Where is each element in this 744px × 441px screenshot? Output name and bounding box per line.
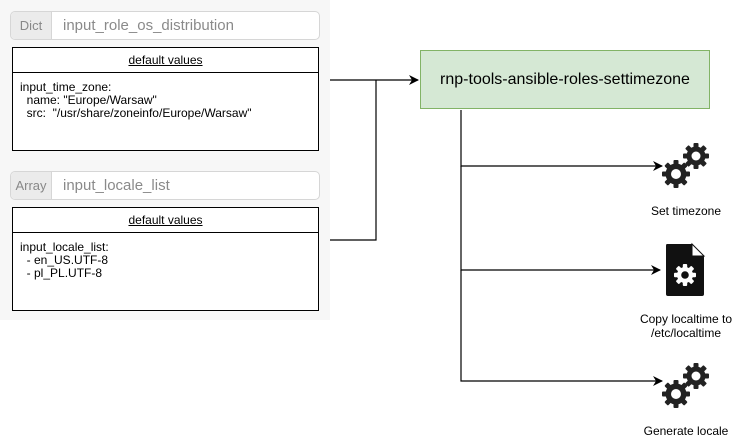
default-values-header: default values (13, 48, 318, 73)
default-values-header: default values (13, 208, 318, 233)
role-box: rnp-tools-ansible-roles-settimezone (420, 50, 710, 109)
default-values-body: input_time_zone: name: "Europe/Warsaw" s… (20, 80, 252, 120)
default-values-body: input_locale_list: - en_US.UTF-8 - pl_PL… (20, 240, 109, 280)
connector-role-to-generate-locale (460, 270, 663, 386)
variable-name: input_locale_list (63, 177, 170, 194)
connector-role-to-copy-localtime (460, 166, 661, 275)
step-label-set-timezone: Set timezone (650, 204, 722, 218)
default-values-box-locale: default values input_locale_list: - en_U… (12, 207, 319, 311)
variable-name: input_role_os_distribution (63, 17, 234, 34)
default-values-box-timezone: default values input_time_zone: name: "E… (12, 47, 319, 151)
variable-type-bar-dict: Dict input_role_os_distribution (10, 11, 320, 40)
step-label-copy-localtime: Copy localtime to /etc/localtime (639, 312, 733, 340)
connector-locale-to-role (330, 80, 377, 241)
variable-type-tag: Array (11, 172, 52, 199)
step-label-generate-locale: Generate locale (643, 424, 729, 438)
connector-role-to-set-timezone (460, 110, 663, 171)
gears-icon (662, 363, 709, 408)
gears-icon (662, 143, 709, 188)
variable-type-tag: Dict (11, 12, 52, 39)
variable-type-bar-array: Array input_locale_list (10, 171, 320, 200)
config-file-icon (666, 242, 706, 296)
